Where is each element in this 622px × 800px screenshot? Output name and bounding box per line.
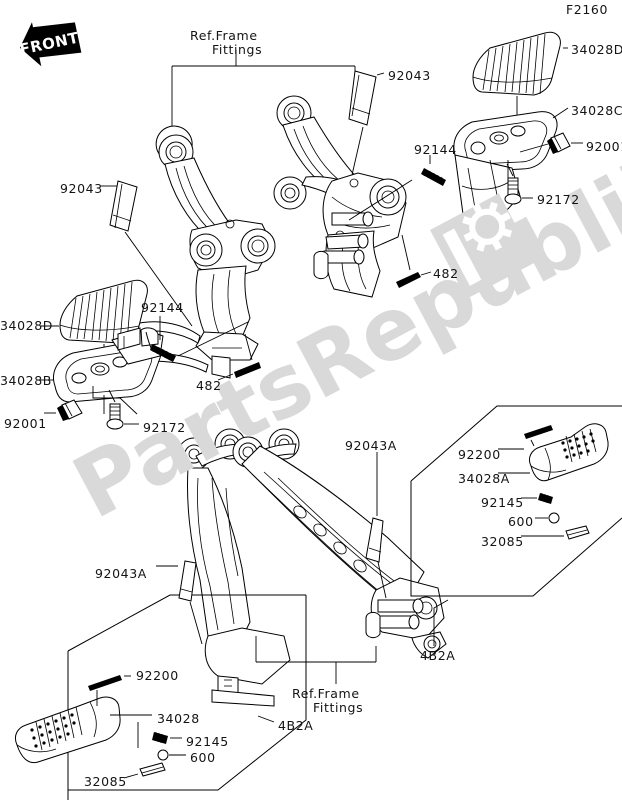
diagram-label-p-600-right: 600 [508,514,534,529]
diagram-label-p-482-right: 482 [433,266,459,281]
diagram-label-p-34028B: 34028B [0,373,52,388]
diagram-label-p-92043-top: 92043 [388,68,431,83]
part-32085-left-stopper [123,762,166,779]
diagram-label-p-32085-left: 32085 [84,774,127,789]
diagram-label-p-34028D-left: 34028D [0,318,53,333]
part-92144-right-spring [348,155,446,221]
diagram-label-p-4B2A-right: 4B2A [420,648,456,663]
diagram-label-p-92145-right: 92145 [481,495,524,510]
part-600-left-ball [157,749,186,761]
diagram-label-p-4B2A-bottom: 4B2A [278,718,314,733]
part-34028D-front-right-footpeg [472,31,568,118]
part-92001-left-bolt [44,399,83,421]
diagram-label-p-34028C: 34028C [571,103,622,118]
part-34028-rear-left-footpeg [14,696,152,764]
part-92200-left-washer [88,675,131,691]
inset-bracket-leaders [96,690,139,748]
front-direction-badge: FRONT [18,22,82,67]
part-4B2A-bottom-leader [257,715,275,723]
front-left-footpeg-bracket [127,125,276,379]
diagram-label-p-34028-left: 34028 [157,711,200,726]
diagram-label-sheet-code: F2160 [566,2,609,17]
diagram-label-p-92144-left: 92144 [141,300,184,315]
part-92145-right-spring [521,492,553,504]
diagram-label-p-32085-right: 32085 [481,534,524,549]
diagram-label-ref-bottom-1: Ref.Frame [292,686,360,701]
diagram-label-ref-bottom-2: Fittings [313,700,364,715]
diagram-label-p-92001-right: 92001 [586,139,622,154]
diagram-label-p-92200-right: 92200 [458,447,501,462]
part-32085-right-stopper [521,525,590,540]
part-92043-left-pin [101,180,193,327]
diagram-label-ref-top-1: Ref.Frame [190,28,258,43]
part-34028D-front-left-footpeg [40,279,148,366]
diagram-label-p-482-left: 482 [196,378,222,393]
part-34028A-rear-right-footpeg [498,423,609,482]
part-92144-left-spring [145,316,249,362]
part-482-right-pin [396,234,432,288]
diagram-label-p-92144-right: 92144 [414,142,457,157]
diagram-label-p-92145-left: 92145 [186,734,229,749]
part-92043A-left-pin [156,560,203,645]
rear-footpeg-bracket-left [177,428,291,707]
diagram-label-p-92043A-mid: 92043A [345,438,397,453]
diagram-label-p-92043-left: 92043 [60,181,103,196]
diagram-label-ref-top-2: Fittings [212,42,263,57]
part-92001-right-bolt [547,132,583,154]
part-92043A-mid-pin [365,452,387,599]
part-92172-left-bolt [92,386,139,430]
diagram-label-p-34028A: 34028A [458,471,510,486]
part-600-right-ball [535,512,560,524]
diagram-label-p-92200-left: 92200 [136,668,179,683]
rear-footpeg-bracket-right [232,428,447,659]
part-92145-left-spring [152,731,182,744]
part-34028B-front-left-holder [40,327,164,415]
diagram-label-p-92043A-left: 92043A [95,566,147,581]
part-92043-top-pin [348,70,385,176]
part-34028C-front-right-holder [453,107,569,227]
diagram-label-p-92172-right: 92172 [537,192,580,207]
diagram-label-p-92172-left: 92172 [143,420,186,435]
part-92200-right-washer [498,425,553,450]
part-482-left-pin [217,333,261,381]
front-right-footpeg-bracket [273,95,407,298]
ref-frame-top-leader [171,50,356,150]
ref-frame-bottom-leader [255,636,377,684]
diagram-label-p-92001-left: 92001 [4,416,47,431]
part-4B2A-right-leader [433,599,449,646]
rear-right-footpeg-inset-box [410,405,622,597]
diagram-label-p-34028D-top: 34028D [571,42,622,57]
diagram-label-p-600-left: 600 [190,750,216,765]
